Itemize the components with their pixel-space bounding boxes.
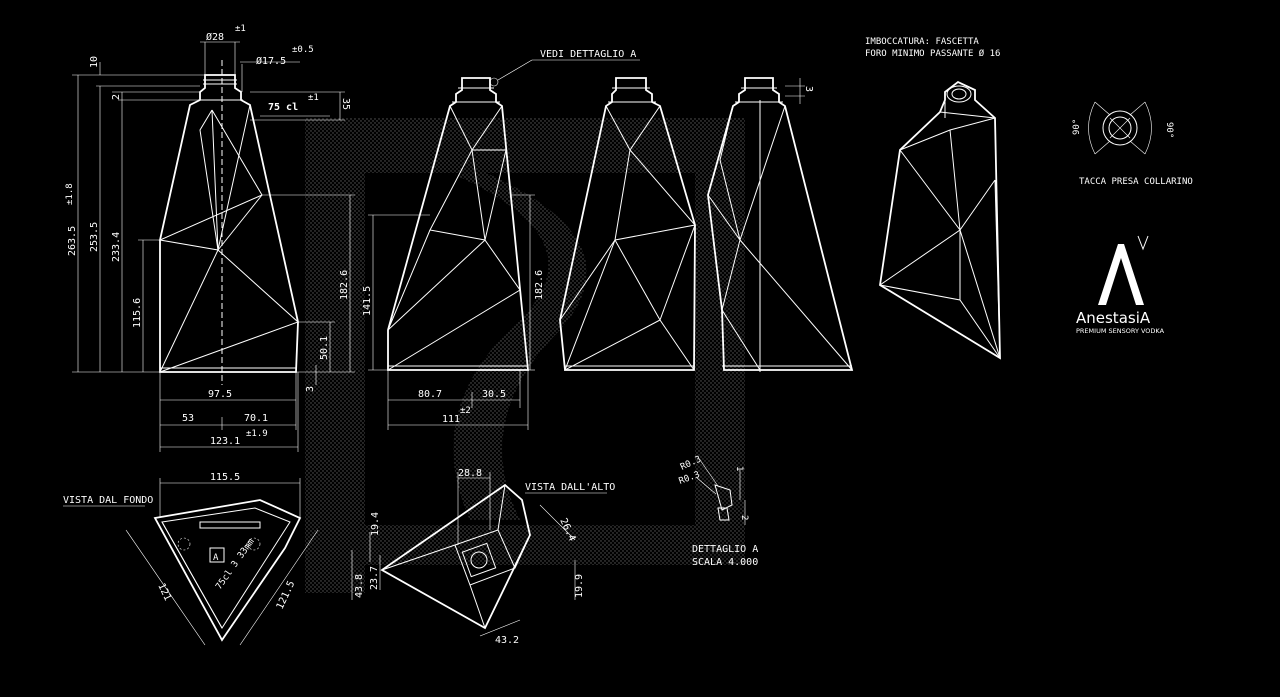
dim-h10: 10 bbox=[89, 56, 100, 68]
bottle-front-dimensioned: Ø28 ±1 Ø17.5 ±0.5 75 cl ±1 35 10 2 263.5… bbox=[65, 24, 355, 452]
dim-d2: 2 bbox=[739, 515, 749, 520]
callout-scala: SCALA 4.000 bbox=[692, 557, 758, 568]
bottle-side-view-3 bbox=[559, 77, 696, 372]
dim-h501: 50.1 bbox=[319, 336, 330, 360]
dim-h2535: 253.5 bbox=[89, 222, 100, 252]
brand-logo: AnestasiA PREMIUM SENSORY VODKA bbox=[1076, 235, 1165, 335]
dim-w1231: 123.1 bbox=[210, 436, 240, 447]
dim-w305: 30.5 bbox=[482, 389, 506, 400]
dim-total-height-tolerance: ±1.8 bbox=[65, 183, 75, 205]
bottle-side-view-2: VEDI DETTAGLIO A 141.5 182.6 80.7 30.5 1… bbox=[362, 49, 640, 430]
dim-h35: 35 bbox=[340, 98, 351, 110]
dim-s237: 23.7 bbox=[369, 566, 380, 590]
angle-left: 90° bbox=[1072, 119, 1082, 135]
dim-h1826b: 182.6 bbox=[534, 270, 545, 300]
callout-tacca: TACCA PRESA COLLARINO bbox=[1079, 177, 1193, 187]
dim-h2: 2 bbox=[111, 94, 122, 100]
dim-s1215: 121.5 bbox=[275, 579, 298, 611]
dim-s199: 19.9 bbox=[574, 574, 585, 598]
dim-w111: 111 bbox=[442, 414, 460, 425]
callout-vedi-dettaglio: VEDI DETTAGLIO A bbox=[540, 49, 636, 60]
bottle-isometric-view: IMBOCCATURA: FASCETTA FORO MINIMO PASSAN… bbox=[865, 37, 1001, 360]
collar-notch-detail: 90° 90° TACCA PRESA COLLARINO bbox=[1072, 101, 1193, 187]
callout-vista-fondo: VISTA DAL FONDO bbox=[63, 495, 153, 506]
dim-s121: 121 bbox=[155, 582, 173, 603]
dim-h1415: 141.5 bbox=[362, 286, 373, 316]
dim-d1: 1 bbox=[734, 466, 744, 471]
bottom-view: VISTA DAL FONDO A 75cl 3 33mm 115.5 121 … bbox=[63, 472, 319, 646]
dim-w1231-tolerance: ±1.9 bbox=[246, 429, 268, 439]
callout-foro-minimo: FORO MINIMO PASSANTE Ø 16 bbox=[865, 48, 1000, 59]
capacity-tolerance: ±1 bbox=[308, 93, 319, 103]
dim-total-height: 263.5 bbox=[67, 226, 78, 256]
dim-w288: 28.8 bbox=[458, 468, 482, 479]
dim-w807: 80.7 bbox=[418, 389, 442, 400]
dim-w1155: 115.5 bbox=[210, 472, 240, 483]
dim-neck-tolerance: ±1 bbox=[235, 24, 246, 34]
dim-w111-tolerance: ±2 bbox=[460, 406, 471, 416]
angle-right: 90° bbox=[1164, 122, 1174, 138]
dim-h2334: 233.4 bbox=[111, 232, 122, 262]
callout-imboccatura: IMBOCCATURA: FASCETTA bbox=[865, 37, 979, 47]
dim-h1826: 182.6 bbox=[339, 270, 350, 300]
capacity-label: 75 cl bbox=[268, 102, 298, 113]
dim-bore-tolerance: ±0.5 bbox=[292, 45, 314, 55]
dim-bore-diameter: Ø17.5 bbox=[256, 55, 286, 67]
bottom-mark-letter: A bbox=[213, 553, 219, 563]
dim-w975: 97.5 bbox=[208, 389, 232, 400]
dim-neck-diameter: Ø28 bbox=[206, 31, 224, 43]
brand-tagline: PREMIUM SENSORY VODKA bbox=[1076, 327, 1165, 335]
brand-name: AnestasiA bbox=[1076, 309, 1151, 327]
dim-s438: 43.8 bbox=[354, 574, 365, 598]
callout-dettaglio-a: DETTAGLIO A bbox=[692, 544, 758, 555]
dim-h3: 3 bbox=[305, 386, 316, 392]
bottle-side-view-4: 3 bbox=[707, 77, 854, 372]
dim-s194: 19.4 bbox=[370, 512, 381, 536]
dim-s432: 43.2 bbox=[495, 635, 519, 646]
callout-vista-alto: VISTA DALL'ALTO bbox=[525, 482, 615, 493]
dim-h3b: 3 bbox=[803, 86, 814, 92]
dim-w701: 70.1 bbox=[244, 413, 268, 424]
dim-h1156: 115.6 bbox=[132, 298, 143, 328]
dim-w53: 53 bbox=[182, 413, 194, 424]
